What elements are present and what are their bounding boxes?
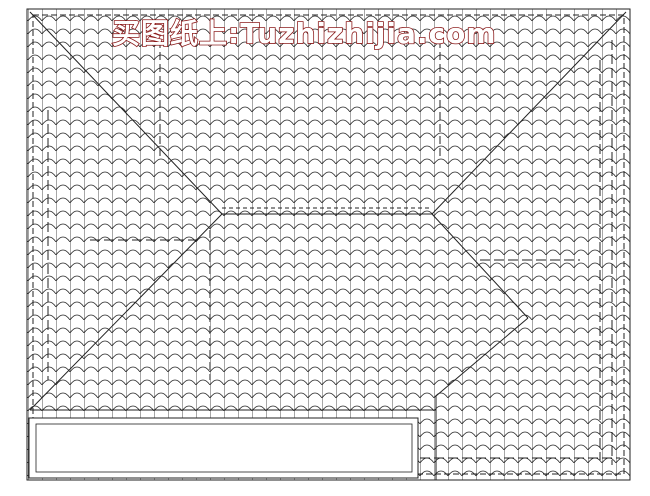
watermark-text: 买图纸上:Tuzhizhijia.com [111,16,497,51]
flat-annex-outer [28,417,419,479]
hip-line-top-left [29,11,223,215]
tile-field [27,9,630,480]
roof-outline [26,8,631,481]
flat-annex-inner [35,423,413,473]
outer-eave [26,8,631,481]
hip-line-bottom-left [29,213,223,411]
flat-annex-white [29,418,418,478]
hip-line-top-right [431,11,627,215]
hip-line-bottom-right [431,213,529,319]
valley-line [435,317,529,397]
